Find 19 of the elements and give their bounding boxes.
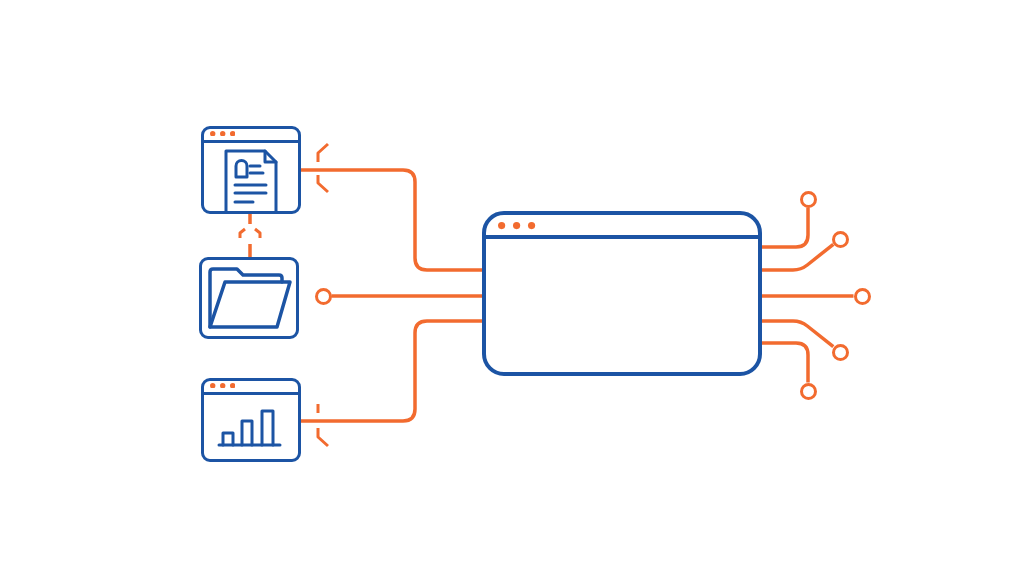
- endpoint-node: [314, 287, 332, 305]
- document-window: [201, 126, 301, 214]
- connector-line: [762, 341, 810, 383]
- endpoint-node: [831, 343, 849, 361]
- connector-line: [331, 294, 482, 298]
- connector-line: [762, 319, 835, 349]
- dashed-connector: [248, 214, 252, 257]
- connector-line: [301, 319, 482, 423]
- endpoint-node: [799, 190, 817, 208]
- endpoint-node: [831, 230, 849, 248]
- connector-line: [301, 168, 482, 272]
- browser-window: [482, 211, 762, 376]
- connector-line: [762, 242, 835, 272]
- endpoint-node: [799, 382, 817, 400]
- folder-window: [199, 257, 299, 339]
- chart-window: [201, 378, 301, 462]
- connector-line: [762, 294, 854, 298]
- endpoint-node: [853, 287, 871, 305]
- connector-line: [762, 207, 810, 249]
